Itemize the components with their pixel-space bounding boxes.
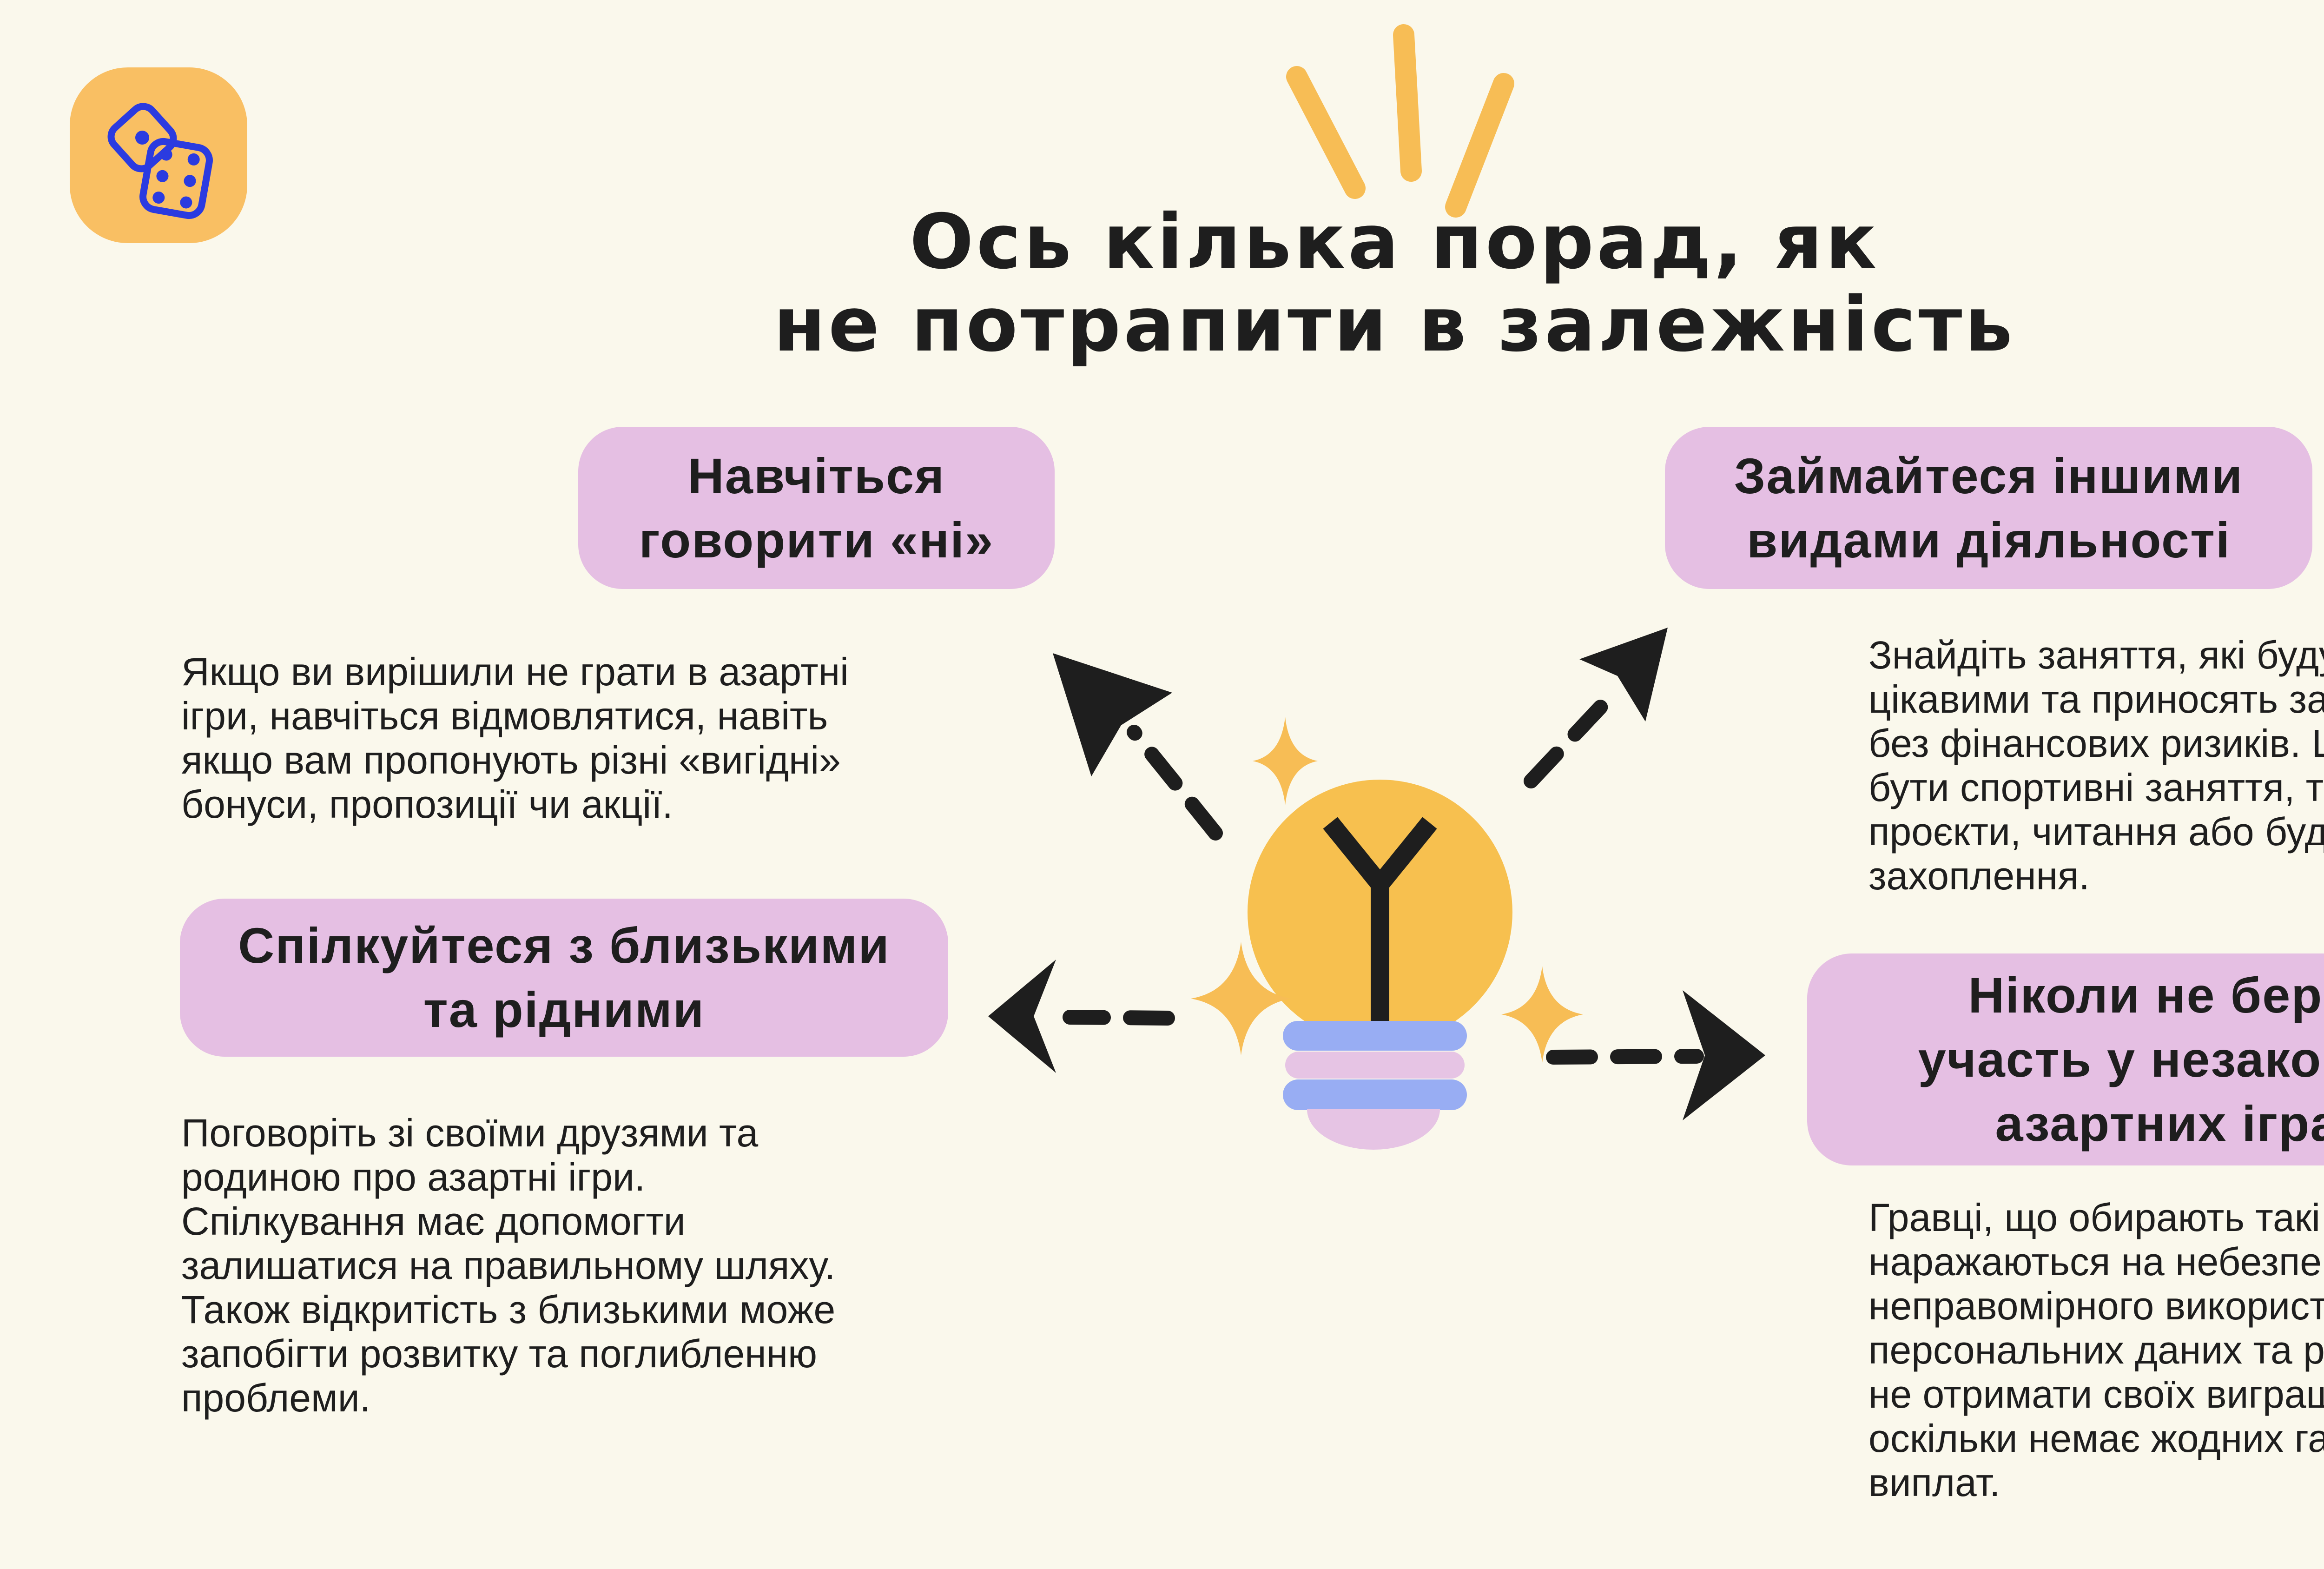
tip-card-no-illegal-gambling: Ніколи не беріть участь у незаконних аза… — [1807, 953, 2324, 1165]
tip-body: Поговоріть зі своїми друзями та родиною … — [181, 1111, 836, 1420]
dice-logo-icon — [65, 63, 252, 248]
page-title: Ось кілька порад, як не потрапити в зале… — [773, 199, 2015, 369]
tip-heading: Займайтеся іншими видами діяльності — [1734, 447, 2244, 568]
tip-heading: Спілкуйтеся з близькими та рідними — [238, 917, 890, 1038]
tip-heading: Навчіться говорити «ні» — [639, 447, 994, 568]
arrow-top-right-icon — [1524, 628, 1668, 788]
tip-card-talk-to-family: Спілкуйтеся з близькими та рідними — [180, 899, 948, 1057]
rays-icon — [1286, 24, 1514, 218]
tip-card-say-no: Навчіться говорити «ні» — [578, 427, 1055, 589]
die-one-icon — [107, 103, 177, 172]
tip-body: Знайдіть заняття, які будуть цікавими та… — [1868, 633, 2324, 898]
tip-card-other-activities: Займайтеся іншими видами діяльності — [1665, 427, 2312, 589]
sparkle-icon — [1191, 717, 1583, 1063]
arrow-top-left-icon — [1053, 653, 1223, 841]
tip-heading: Ніколи не беріть участь у незаконних аза… — [1918, 967, 2324, 1152]
arrow-left-icon — [988, 960, 1175, 1073]
arrow-right-icon — [1546, 990, 1765, 1120]
lightbulb-icon — [1248, 780, 1512, 1150]
tip-body: Гравці, що обирають такі ресурси, наража… — [1868, 1196, 2324, 1504]
die-six-icon — [139, 138, 213, 219]
tip-body: Якщо ви вирішили не грати в азартні ігри… — [181, 650, 849, 826]
